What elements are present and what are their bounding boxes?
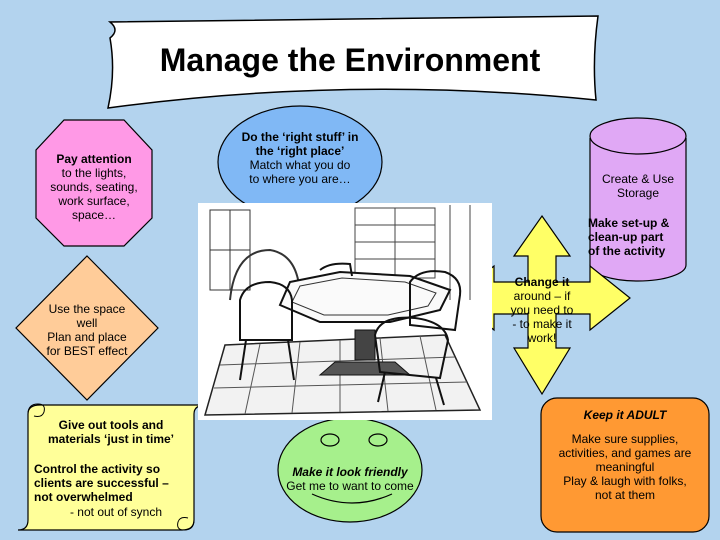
cylinder-top <box>589 117 687 155</box>
diamond-line: well <box>76 316 98 330</box>
cylinder-bold-line: clean-up part <box>588 230 664 244</box>
octagon-line: sounds, seating, <box>50 180 138 194</box>
smiley-heading: Make it look friendly <box>292 465 408 479</box>
diamond-shape <box>15 255 159 401</box>
smiley-left-eye <box>320 433 340 447</box>
diamond-text: Use the space well Plan and place for BE… <box>37 302 137 358</box>
rounded-box-text: Keep it ADULT Make sure supplies, activi… <box>545 408 705 502</box>
cylinder-line: Storage <box>616 186 660 200</box>
cylinder-shape <box>589 138 687 282</box>
octagon-line: space… <box>71 208 117 222</box>
rounded-box-line: activities, and games are <box>558 446 692 460</box>
scroll-bold-line: Control the activity so <box>34 462 161 476</box>
smiley-right-eye <box>368 433 388 447</box>
octagon-heading: Pay attention <box>56 152 132 166</box>
octagon-line: to the lights, <box>61 166 127 180</box>
rounded-box-line: not at them <box>594 488 656 502</box>
octagon-text: Pay attention to the lights, sounds, sea… <box>42 152 146 222</box>
scroll-bold-line: Give out tools and <box>58 418 164 432</box>
scroll-bold-line: materials ‘just in time’ <box>47 432 175 446</box>
page-title: Manage the Environment <box>159 42 541 78</box>
smiley-line: Get me to want to come <box>286 479 414 493</box>
diamond-line: Use the space <box>48 302 126 316</box>
cylinder-bold-line: Make set-up & <box>588 216 670 230</box>
arrow-cross-line: work! <box>527 331 557 345</box>
smiley-mouth <box>311 493 393 504</box>
rounded-box-line: Play & laugh with folks, <box>563 474 687 488</box>
arrow-cross-heading: Change it <box>514 275 570 289</box>
ellipse-line: to where you are… <box>249 172 351 186</box>
rounded-box-line: Make sure supplies, <box>571 432 679 446</box>
rounded-box-line: meaningful <box>595 460 655 474</box>
octagon-line: work surface, <box>58 194 130 208</box>
scroll-tail-text: - not out of synch <box>69 505 163 519</box>
ellipse-line: Match what you do <box>249 158 351 172</box>
rounded-box-heading: Keep it ADULT <box>583 408 667 422</box>
cylinder-text: Create & Use Storage <box>590 172 686 200</box>
smiley-text: Make it look friendly Get me to want to … <box>282 465 418 493</box>
title-banner <box>107 15 599 109</box>
scroll-heading-text: Give out tools and materials ‘just in ti… <box>36 418 186 446</box>
rounded-box-shape <box>540 397 710 533</box>
arrow-cross-text: Change it around – if you need to - to m… <box>502 275 582 345</box>
four-way-arrow-shape <box>453 214 631 396</box>
ellipse-heading: the ‘right place’ <box>255 144 345 158</box>
scroll-bold-line: not overwhelmed <box>34 490 133 504</box>
cylinder-bold-text: Make set-up & clean-up part of the activ… <box>588 216 686 258</box>
scroll-body-text: Control the activity so clients are succ… <box>34 462 190 504</box>
arrow-cross-line: - to make it <box>512 317 572 331</box>
ellipse-text: Do the ‘right stuff’ in the ‘right place… <box>230 130 370 186</box>
diamond-line: Plan and place <box>47 330 127 344</box>
diamond-line: for BEST effect <box>46 344 128 358</box>
scroll-bold-line: clients are successful – <box>34 476 169 490</box>
cylinder-line: Create & Use <box>601 172 675 186</box>
scroll-curl-top <box>27 403 45 417</box>
octagon-shape <box>35 119 153 247</box>
game-table-illustration <box>198 203 492 420</box>
arrow-cross-line: around – if <box>513 289 571 303</box>
scroll-curl-bottom <box>177 517 195 531</box>
arrow-cross-line: you need to <box>510 303 574 317</box>
ellipse-heading: Do the ‘right stuff’ in <box>241 130 359 144</box>
cylinder-bold-line: of the activity <box>588 244 666 258</box>
